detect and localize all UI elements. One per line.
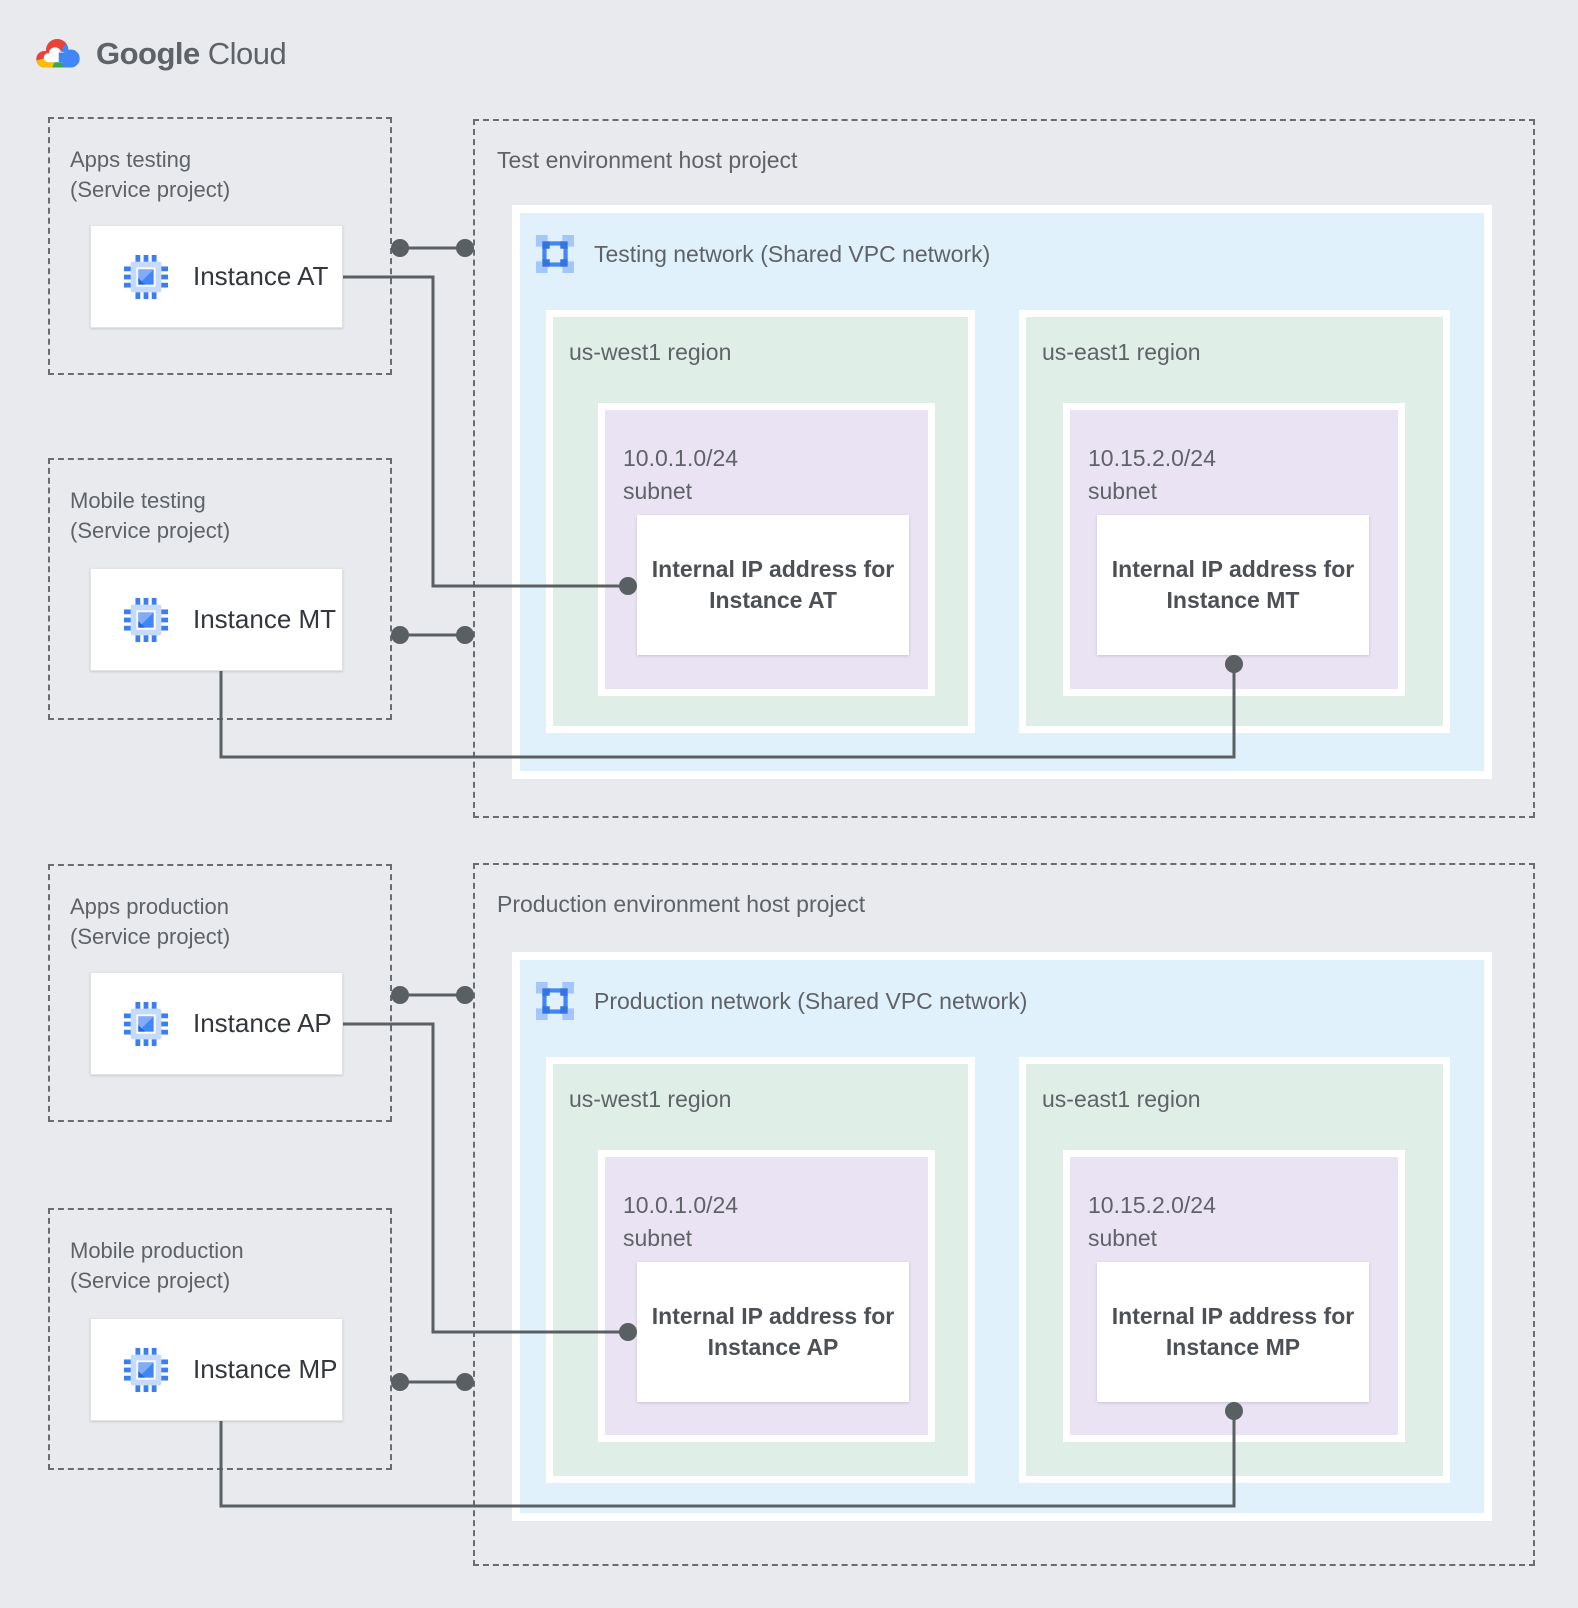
network-header: Production network (Shared VPC network) xyxy=(520,960,1484,1020)
instance-card-mp: Instance MP xyxy=(90,1318,343,1421)
vpc-network-icon xyxy=(536,982,574,1020)
service-project-mobile-testing: Mobile testing (Service project) xyxy=(48,458,392,720)
subnet-cidr: 10.0.1.0/24 xyxy=(623,1192,739,1218)
subnet-word: subnet xyxy=(1088,1225,1158,1251)
logo-product: Cloud xyxy=(207,36,287,71)
internal-ip-line1: Internal IP address for xyxy=(1111,556,1355,582)
subnet-cidr: 10.15.2.0/24 xyxy=(1088,445,1216,471)
instance-name: Instance AP xyxy=(193,1008,332,1038)
service-project-subtitle: (Service project) xyxy=(70,1268,231,1293)
service-project-subtitle: (Service project) xyxy=(70,177,231,202)
service-project-title: Apps testing xyxy=(70,147,192,172)
compute-engine-icon xyxy=(123,254,169,299)
subnet-word: subnet xyxy=(623,478,693,504)
service-project-title: Apps production xyxy=(70,894,229,919)
service-project-label: Mobile testing (Service project) xyxy=(50,460,390,546)
internal-ip-line2: Instance AP xyxy=(707,1334,839,1360)
service-project-title: Mobile testing xyxy=(70,488,206,513)
compute-engine-icon xyxy=(123,597,169,642)
service-project-label: Mobile production (Service project) xyxy=(50,1210,390,1296)
service-project-apps-testing: Apps testing (Service project) xyxy=(48,117,392,375)
instance-name: Instance MT xyxy=(193,604,337,634)
service-project-label: Apps testing (Service project) xyxy=(50,119,390,205)
subnet-cidr: 10.0.1.0/24 xyxy=(623,445,739,471)
service-project-subtitle: (Service project) xyxy=(70,924,231,949)
network-label: Production network (Shared VPC network) xyxy=(594,987,1028,1014)
region-label: us-west1 region xyxy=(569,339,732,365)
internal-ip-box-mt: Internal IP address for Instance MT xyxy=(1097,515,1369,655)
internal-ip-line1: Internal IP address for xyxy=(1111,1303,1355,1329)
internal-ip-box-mp: Internal IP address for Instance MP xyxy=(1097,1262,1369,1402)
instance-name: Instance AT xyxy=(193,261,329,291)
internal-ip-line2: Instance MT xyxy=(1166,587,1300,613)
subnet-label: 10.0.1.0/24 subnet xyxy=(605,410,928,508)
host-project-title: Production environment host project xyxy=(497,891,866,917)
network-label: Testing network (Shared VPC network) xyxy=(594,240,991,267)
compute-engine-icon xyxy=(123,1001,169,1046)
region-label: us-east1 region xyxy=(1042,1086,1201,1112)
network-header: Testing network (Shared VPC network) xyxy=(520,213,1484,273)
service-project-subtitle: (Service project) xyxy=(70,518,231,543)
service-project-mobile-production: Mobile production (Service project) xyxy=(48,1208,392,1470)
subnet-word: subnet xyxy=(623,1225,693,1251)
region-label: us-west1 region xyxy=(569,1086,732,1112)
subnet-label: 10.15.2.0/24 subnet xyxy=(1070,410,1398,508)
subnet-label: 10.15.2.0/24 subnet xyxy=(1070,1157,1398,1255)
logo-brand: Google xyxy=(96,36,200,71)
internal-ip-line2: Instance AT xyxy=(709,587,837,613)
region-label: us-east1 region xyxy=(1042,339,1201,365)
vpc-network-icon xyxy=(536,235,574,273)
host-project-title: Test environment host project xyxy=(497,147,798,173)
instance-card-at: Instance AT xyxy=(90,225,343,328)
compute-engine-icon xyxy=(123,1347,169,1392)
instance-card-ap: Instance AP xyxy=(90,972,343,1075)
internal-ip-box-ap: Internal IP address for Instance AP xyxy=(637,1262,909,1402)
internal-ip-line1: Internal IP address for xyxy=(651,556,895,582)
internal-ip-line2: Instance MP xyxy=(1165,1334,1301,1360)
instance-card-mt: Instance MT xyxy=(90,568,343,671)
service-project-title: Mobile production xyxy=(70,1238,244,1263)
google-cloud-icon xyxy=(36,39,80,68)
service-project-label: Apps production (Service project) xyxy=(50,866,390,952)
internal-ip-line1: Internal IP address for xyxy=(651,1303,895,1329)
internal-ip-box-at: Internal IP address for Instance AT xyxy=(637,515,909,655)
subnet-cidr: 10.15.2.0/24 xyxy=(1088,1192,1216,1218)
subnet-word: subnet xyxy=(1088,478,1158,504)
instance-name: Instance MP xyxy=(193,1354,338,1384)
subnet-label: 10.0.1.0/24 subnet xyxy=(605,1157,928,1255)
